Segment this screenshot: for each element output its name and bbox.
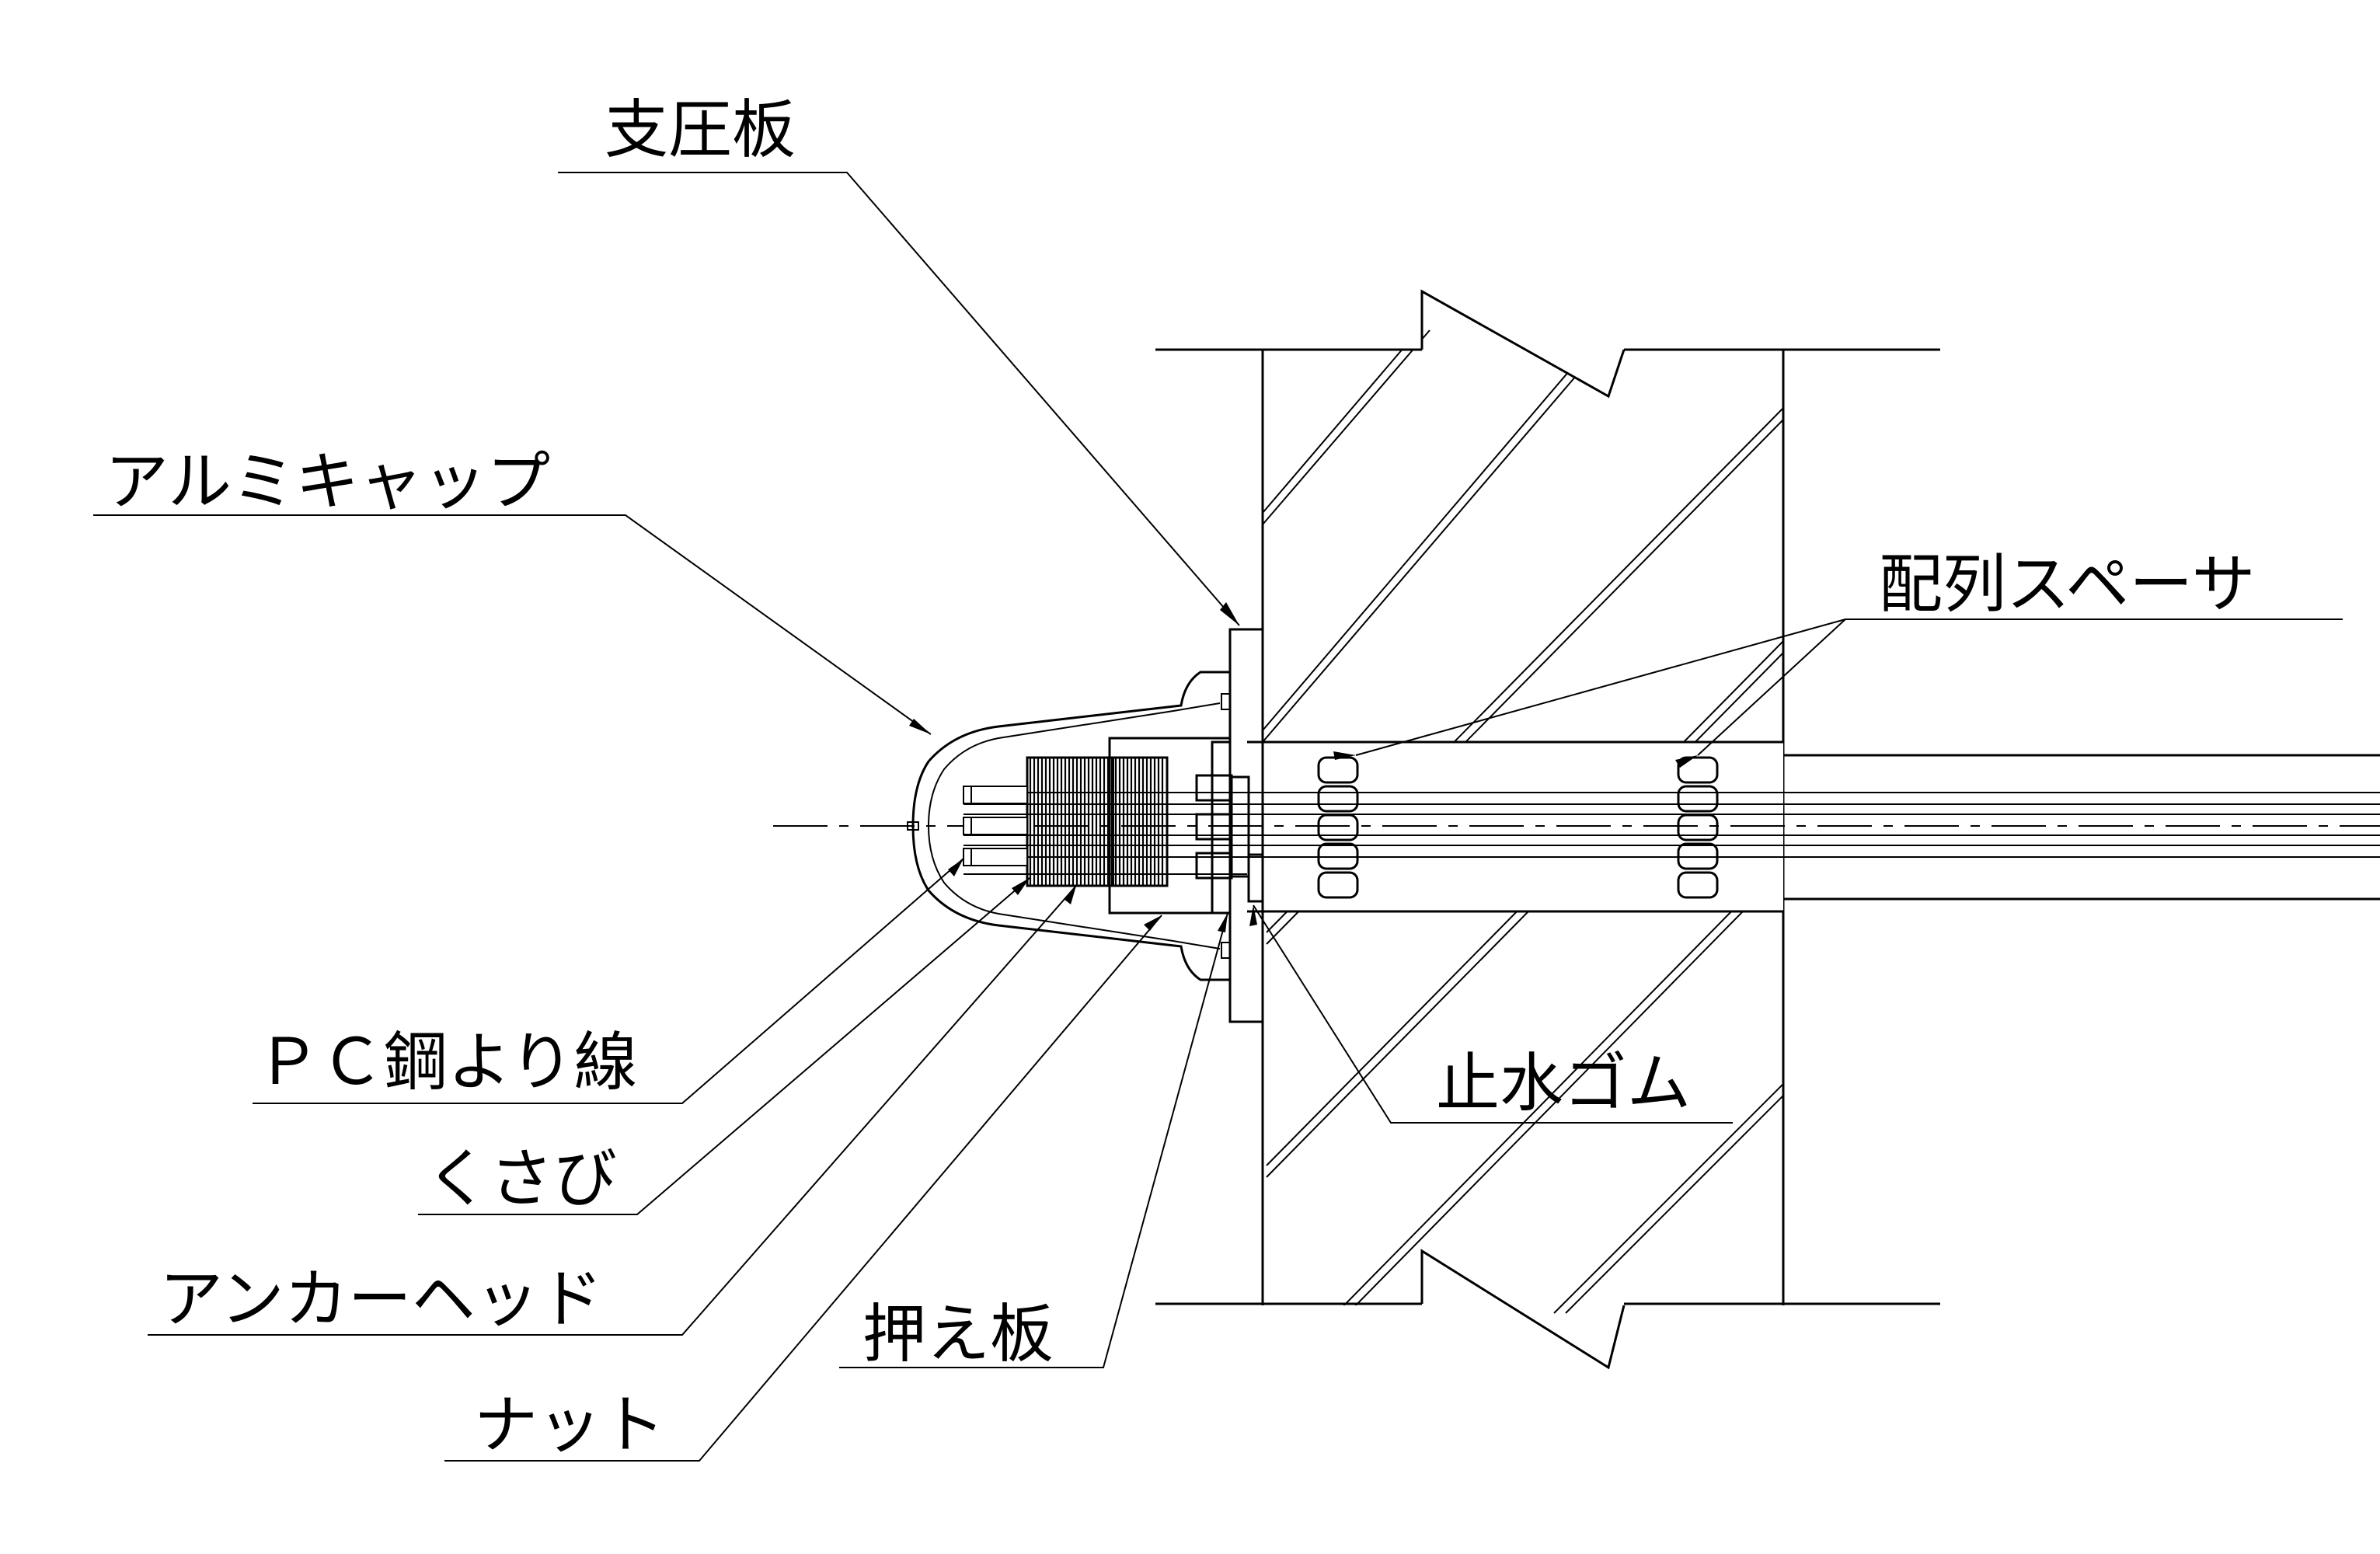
pc-strand-lines <box>963 792 2380 875</box>
nut <box>1195 774 1250 880</box>
label-bearing-plate: 支圧板 <box>605 93 796 167</box>
anchor-head <box>1026 756 1169 887</box>
label-array-spacer: 配列スペーサ <box>1879 548 2256 622</box>
leader-lines <box>93 172 2343 1462</box>
label-nut: ナット <box>474 1388 665 1462</box>
waterstop-rubber <box>1247 853 1264 903</box>
aluminum-cap <box>907 671 1230 981</box>
array-spacer-2 <box>1677 756 1719 899</box>
label-retainer-plate: 押え板 <box>862 1298 1054 1371</box>
label-waterstop-rubber: 止水ゴム <box>1436 1047 1691 1120</box>
array-spacer-1 <box>1317 756 1359 899</box>
arrowheads <box>909 602 1698 932</box>
label-pc-strand: ＰＣ鋼より線 <box>256 1026 637 1099</box>
label-anchor-head: アンカーヘッド <box>159 1263 603 1336</box>
label-aluminum-cap: アルミキャップ <box>105 445 550 519</box>
label-wedge: くさび <box>426 1142 617 1216</box>
strand-ends <box>963 786 1028 866</box>
retainer-plate <box>1108 693 1232 959</box>
